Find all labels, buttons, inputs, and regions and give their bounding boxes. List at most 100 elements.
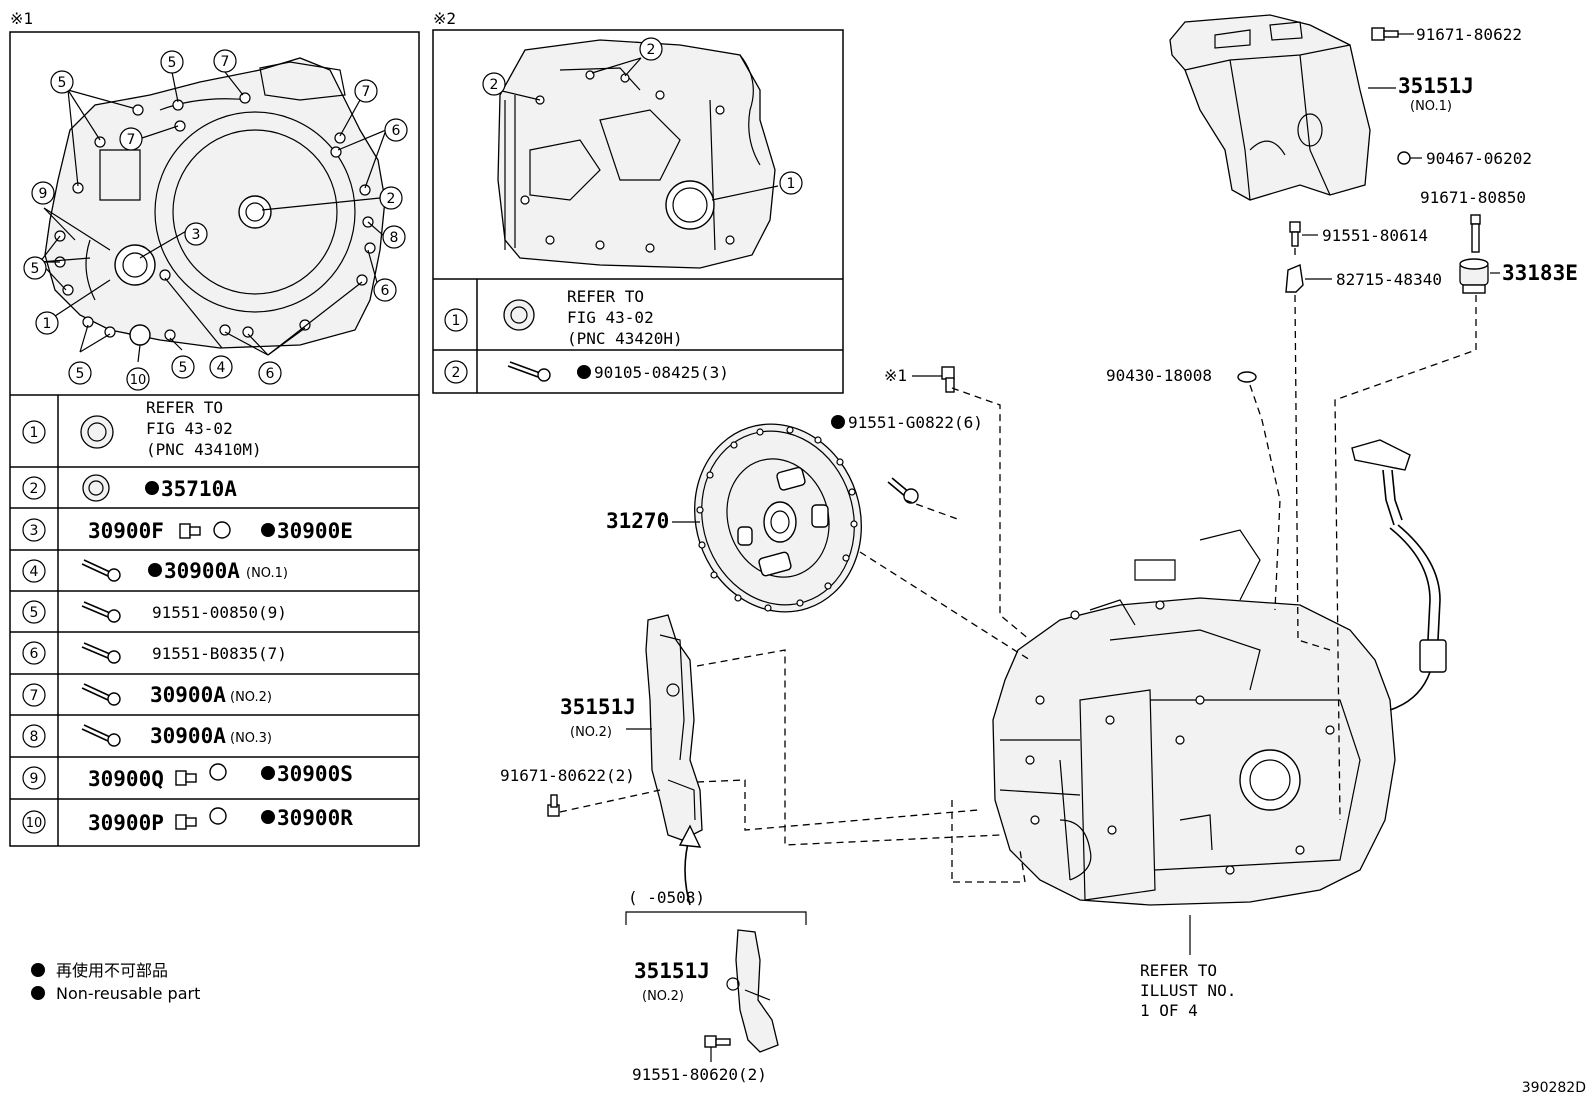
bolt-91551-80614: 91551-80614 (1289, 221, 1428, 247)
svg-text:30900P: 30900P (88, 811, 164, 835)
assembly-bolts (1025, 600, 1335, 875)
wire-harness (1351, 439, 1447, 711)
inset-1-leaders (39, 71, 387, 363)
inset-2-row-2: 2 90105-08425(3) (444, 360, 729, 384)
refer-illust-label: REFER TO ILLUST NO. 1 OF 4 (1140, 915, 1236, 1020)
svg-text:REFER TO: REFER TO (567, 287, 644, 306)
svg-text:7: 7 (362, 84, 371, 100)
svg-text:30900A: 30900A (164, 559, 240, 583)
inset-1-row-4: 4 30900A (NO.1) (22, 559, 288, 583)
inset-1-row-3: 3 30900F 30900E (22, 518, 353, 543)
svg-text:(NO.2): (NO.2) (570, 725, 612, 740)
svg-text:90430-18008: 90430-18008 (1106, 366, 1212, 385)
inset-2-leaders (501, 57, 779, 201)
inset-1-table: 1 REFER TO FIG 43-02 (PNC 43410M) 2 3571… (10, 395, 419, 846)
svg-text:5: 5 (58, 75, 67, 91)
svg-text:1: 1 (30, 425, 39, 441)
svg-text:REFER TO: REFER TO (146, 398, 223, 417)
svg-text:(PNC 43420H): (PNC 43420H) (567, 329, 683, 348)
inset-2-frame (432, 29, 844, 394)
svg-text:7: 7 (127, 132, 136, 148)
svg-text:30900S: 30900S (277, 762, 353, 786)
svg-text:91551-00850(9): 91551-00850(9) (152, 603, 287, 622)
svg-text:91551-G0822(6): 91551-G0822(6) (848, 413, 983, 432)
inset-1-marker: ※1 (10, 9, 33, 28)
svg-text:7: 7 (221, 54, 230, 70)
svg-text:33183E: 33183E (1502, 261, 1578, 285)
svg-text:91551-B0835(7): 91551-B0835(7) (152, 644, 287, 663)
svg-text:2: 2 (387, 191, 396, 207)
svg-text:30900R: 30900R (277, 806, 353, 830)
svg-text:5: 5 (76, 366, 85, 382)
bolt-91551-80620: 91551-80620(2) (632, 1035, 767, 1084)
svg-text:6: 6 (266, 366, 275, 382)
clip-82715-48340: 82715-48340 (1285, 264, 1442, 293)
svg-text:5: 5 (31, 261, 40, 277)
bolt-91551-g0822: 91551-G0822(6) (831, 413, 983, 504)
svg-text:2: 2 (30, 481, 39, 497)
svg-text:91671-80622: 91671-80622 (1416, 25, 1522, 44)
cover-35151j-no2-mid (645, 614, 703, 841)
svg-text:30900Q: 30900Q (88, 767, 164, 791)
svg-text:35151J: 35151J (1398, 74, 1474, 98)
svg-text:90467-06202: 90467-06202 (1426, 149, 1532, 168)
svg-text:10: 10 (26, 816, 43, 831)
bolt-91671-80622-2: 91671-80622(2) (500, 766, 635, 817)
inset-2-row-1: 1 REFER TO FIG 43-02 (PNC 43420H) (444, 287, 683, 348)
label-35151j-no2-mid: 35151J (NO.2) (560, 695, 652, 740)
range-bracket: ( -0508) (625, 888, 807, 925)
transaxle-case-rear-drawing (497, 39, 776, 269)
svg-text:(PNC 43410M): (PNC 43410M) (146, 440, 262, 459)
label-31270: 31270 (606, 509, 700, 533)
svg-text:91671-80622(2): 91671-80622(2) (500, 766, 635, 785)
cover-35151j-no2-low (726, 929, 779, 1053)
svg-text:90105-08425(3): 90105-08425(3) (594, 363, 729, 382)
svg-text:FIG 43-02: FIG 43-02 (146, 419, 233, 438)
svg-text:※1: ※1 (884, 366, 907, 385)
inset-1-callouts: 5 5 7 7 7 6 2 8 6 3 9 5 1 5 10 5 4 6 (23, 49, 408, 391)
svg-text:7: 7 (30, 688, 39, 704)
dashed-leaders (559, 248, 1477, 883)
svg-text:(NO.2): (NO.2) (230, 690, 272, 705)
svg-text:1: 1 (43, 316, 52, 332)
svg-text:2: 2 (452, 365, 461, 381)
svg-text:(NO.2): (NO.2) (642, 989, 684, 1004)
label-35151j-no1: 35151J (NO.1) (1368, 74, 1474, 114)
svg-text:91551-80620(2): 91551-80620(2) (632, 1065, 767, 1084)
svg-text:1: 1 (452, 313, 461, 329)
svg-text:5: 5 (30, 605, 39, 621)
svg-text:9: 9 (39, 186, 48, 202)
inset-1-row-1: 1 REFER TO FIG 43-02 (PNC 43410M) (22, 398, 262, 459)
svg-text:2: 2 (647, 42, 656, 58)
inset-1: ※1 (9, 9, 420, 847)
bolt-91671-80622: 91671-80622 (1371, 25, 1522, 44)
bracket-35151j-no1 (1169, 14, 1371, 201)
bolt-marker-1: ※1 (884, 366, 955, 393)
svg-text:2: 2 (490, 77, 499, 93)
svg-text:30900F: 30900F (88, 519, 164, 543)
svg-text:4: 4 (217, 360, 226, 376)
svg-text:3: 3 (30, 523, 39, 539)
svg-text:4: 4 (30, 564, 39, 580)
svg-text:REFER TO: REFER TO (1140, 961, 1217, 980)
svg-text:35151J: 35151J (634, 959, 710, 983)
pointer-arrow (678, 824, 702, 906)
inset-1-row-2: 2 35710A (22, 474, 237, 502)
svg-text:6: 6 (381, 283, 390, 299)
inset-2-marker: ※2 (433, 9, 456, 28)
svg-text:5: 5 (168, 55, 177, 71)
legend-jp: 再使用不可部品 (56, 961, 168, 980)
inset-1-row-8: 8 30900A (NO.3) (22, 724, 272, 748)
svg-text:(NO.1): (NO.1) (1410, 99, 1452, 114)
clutch-disc-31270 (694, 423, 862, 613)
nut-90467-06202: 90467-06202 (1397, 149, 1532, 168)
svg-text:6: 6 (392, 123, 401, 139)
svg-text:35710A: 35710A (161, 477, 237, 501)
disc-rivets (696, 426, 858, 612)
svg-text:8: 8 (30, 729, 39, 745)
inset-1-row-9: 9 30900Q 30900S (22, 762, 353, 791)
washer-90430-18008: 90430-18008 (1106, 366, 1257, 385)
inset-2: ※2 2 2 (432, 9, 844, 394)
svg-text:30900A: 30900A (150, 724, 226, 748)
svg-text:5: 5 (179, 360, 188, 376)
